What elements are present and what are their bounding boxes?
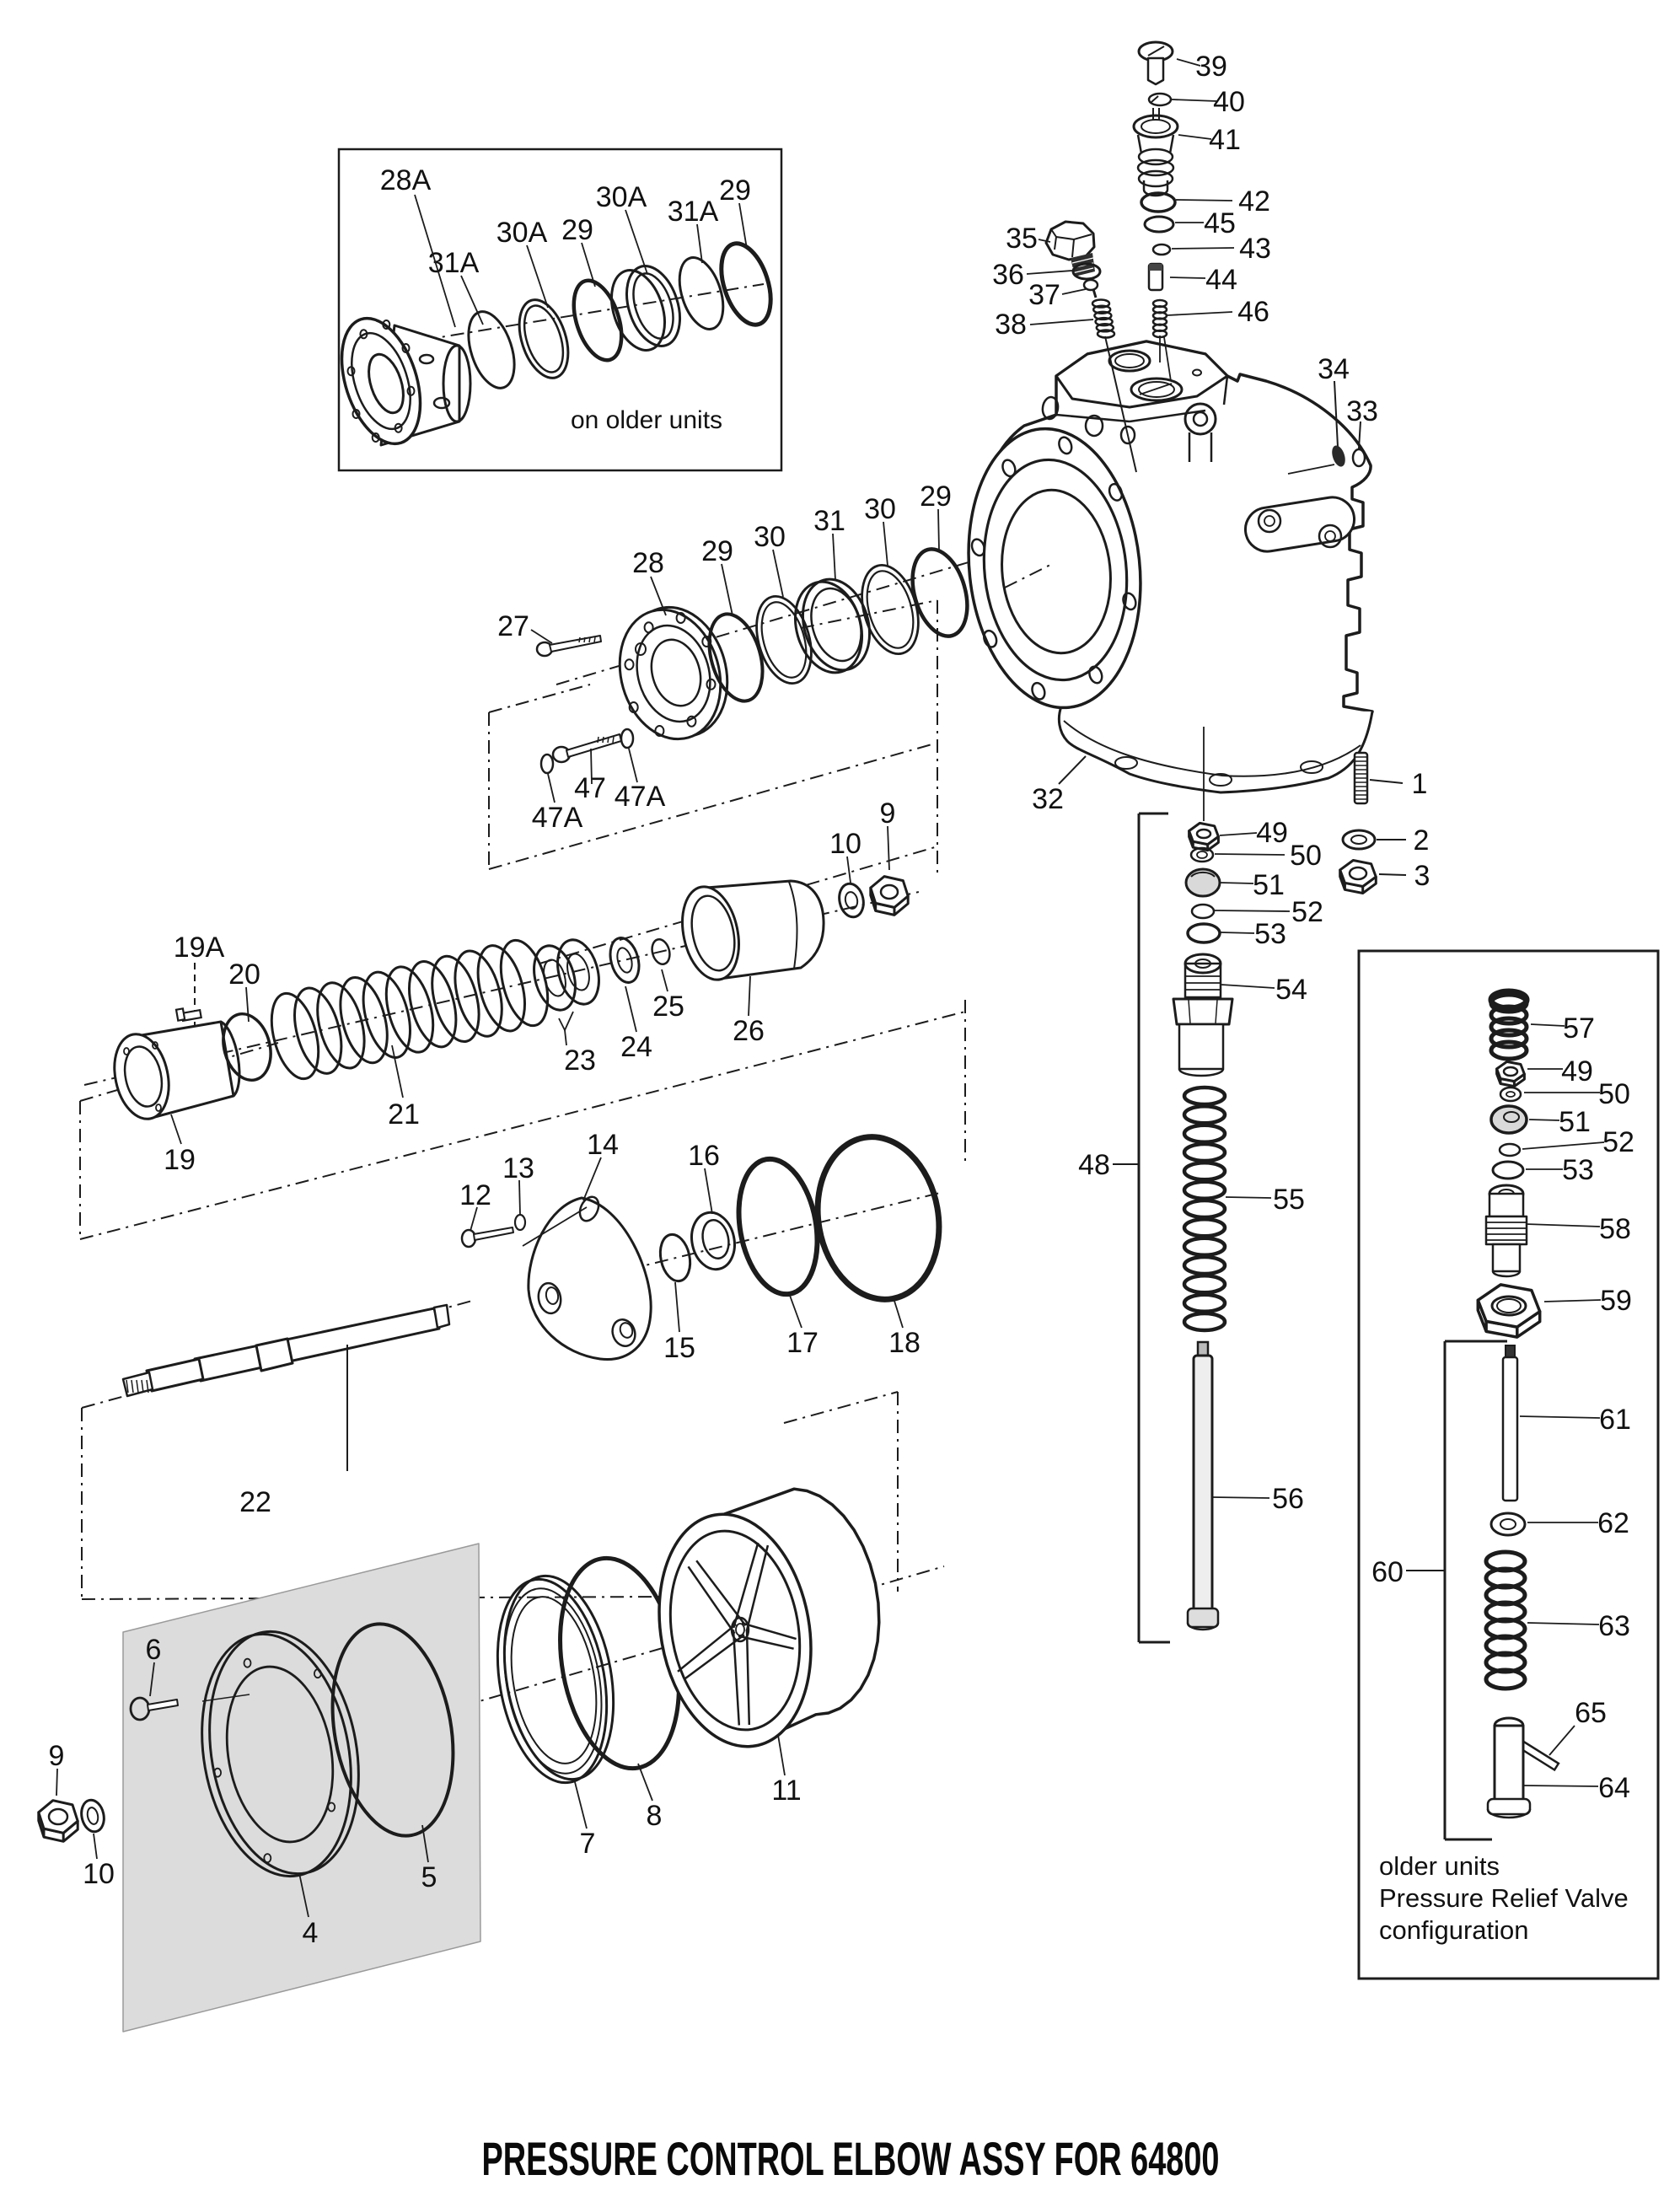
svg-text:31A: 31A [428, 247, 480, 279]
svg-text:31A: 31A [668, 196, 719, 228]
svg-text:older units: older units [1379, 1851, 1500, 1881]
svg-text:9: 9 [49, 1740, 65, 1772]
svg-text:58: 58 [1599, 1213, 1631, 1245]
svg-text:29: 29 [701, 535, 733, 567]
svg-text:PRESSURE CONTROL ELBOW ASSY FO: PRESSURE CONTROL ELBOW ASSY FOR 64800 [482, 2132, 1220, 2185]
svg-text:Pressure Relief Valve: Pressure Relief Valve [1379, 1883, 1629, 1913]
svg-text:43: 43 [1239, 233, 1271, 265]
svg-text:23: 23 [564, 1044, 596, 1077]
svg-text:20: 20 [228, 959, 260, 991]
svg-text:10: 10 [829, 828, 861, 860]
svg-text:61: 61 [1599, 1404, 1631, 1436]
svg-text:18: 18 [888, 1327, 921, 1359]
svg-text:12: 12 [459, 1179, 491, 1211]
svg-text:9: 9 [880, 797, 896, 830]
svg-text:49: 49 [1256, 817, 1288, 849]
svg-text:19A: 19A [174, 932, 225, 964]
svg-text:30A: 30A [496, 217, 548, 249]
svg-text:56: 56 [1272, 1483, 1304, 1515]
svg-text:39: 39 [1195, 51, 1227, 83]
svg-text:16: 16 [688, 1140, 720, 1172]
svg-text:33: 33 [1346, 395, 1378, 427]
svg-text:52: 52 [1602, 1126, 1634, 1158]
svg-text:64: 64 [1598, 1772, 1630, 1804]
svg-text:36: 36 [992, 259, 1024, 291]
svg-text:30A: 30A [596, 181, 647, 213]
svg-text:8: 8 [647, 1800, 663, 1832]
svg-text:10: 10 [83, 1858, 115, 1890]
svg-text:51: 51 [1253, 869, 1285, 901]
svg-text:29: 29 [719, 175, 751, 207]
svg-text:47: 47 [574, 772, 606, 804]
svg-text:32: 32 [1032, 783, 1064, 815]
svg-text:46: 46 [1237, 296, 1269, 328]
svg-text:21: 21 [388, 1098, 420, 1130]
svg-text:configuration: configuration [1379, 1915, 1529, 1945]
svg-text:40: 40 [1213, 86, 1245, 118]
svg-text:42: 42 [1238, 185, 1270, 217]
svg-text:57: 57 [1563, 1012, 1595, 1044]
svg-text:13: 13 [502, 1152, 534, 1184]
svg-text:on older units: on older units [571, 406, 722, 434]
svg-text:37: 37 [1028, 279, 1060, 311]
svg-text:47A: 47A [532, 802, 583, 834]
svg-text:5: 5 [421, 1861, 437, 1893]
svg-text:52: 52 [1291, 896, 1323, 928]
svg-text:53: 53 [1562, 1154, 1594, 1186]
svg-text:63: 63 [1598, 1610, 1630, 1642]
svg-text:25: 25 [652, 991, 684, 1023]
svg-text:53: 53 [1254, 918, 1286, 950]
svg-text:47A: 47A [615, 781, 666, 813]
svg-text:45: 45 [1204, 207, 1236, 239]
svg-text:48: 48 [1078, 1149, 1110, 1181]
svg-text:34: 34 [1318, 353, 1350, 385]
svg-text:28A: 28A [380, 164, 432, 196]
svg-text:11: 11 [771, 1775, 801, 1807]
svg-text:26: 26 [733, 1015, 765, 1047]
svg-text:27: 27 [497, 610, 529, 642]
svg-text:41: 41 [1209, 124, 1241, 156]
svg-text:30: 30 [864, 493, 896, 525]
svg-text:24: 24 [620, 1031, 652, 1063]
svg-text:29: 29 [561, 214, 593, 246]
svg-text:50: 50 [1290, 840, 1322, 872]
svg-text:31: 31 [813, 505, 845, 537]
svg-text:28: 28 [632, 547, 664, 579]
svg-text:59: 59 [1600, 1285, 1632, 1317]
svg-text:65: 65 [1575, 1697, 1607, 1729]
svg-text:38: 38 [995, 309, 1027, 341]
svg-text:3: 3 [1414, 860, 1430, 892]
svg-text:19: 19 [164, 1144, 196, 1176]
svg-text:51: 51 [1559, 1106, 1591, 1138]
svg-text:54: 54 [1275, 974, 1307, 1006]
svg-text:17: 17 [786, 1327, 819, 1359]
svg-text:49: 49 [1561, 1055, 1593, 1087]
svg-text:44: 44 [1205, 264, 1237, 296]
svg-text:2: 2 [1414, 824, 1430, 857]
svg-text:14: 14 [587, 1129, 619, 1161]
svg-text:55: 55 [1273, 1184, 1305, 1216]
svg-text:7: 7 [580, 1828, 596, 1860]
svg-text:60: 60 [1371, 1556, 1404, 1588]
svg-text:30: 30 [754, 521, 786, 553]
svg-text:29: 29 [920, 481, 952, 513]
svg-text:6: 6 [146, 1634, 162, 1666]
svg-text:4: 4 [303, 1917, 319, 1949]
svg-text:35: 35 [1006, 223, 1038, 255]
svg-text:62: 62 [1597, 1507, 1629, 1539]
svg-text:15: 15 [663, 1332, 695, 1364]
svg-text:1: 1 [1412, 768, 1428, 800]
svg-text:22: 22 [239, 1486, 271, 1518]
svg-text:50: 50 [1598, 1078, 1630, 1110]
